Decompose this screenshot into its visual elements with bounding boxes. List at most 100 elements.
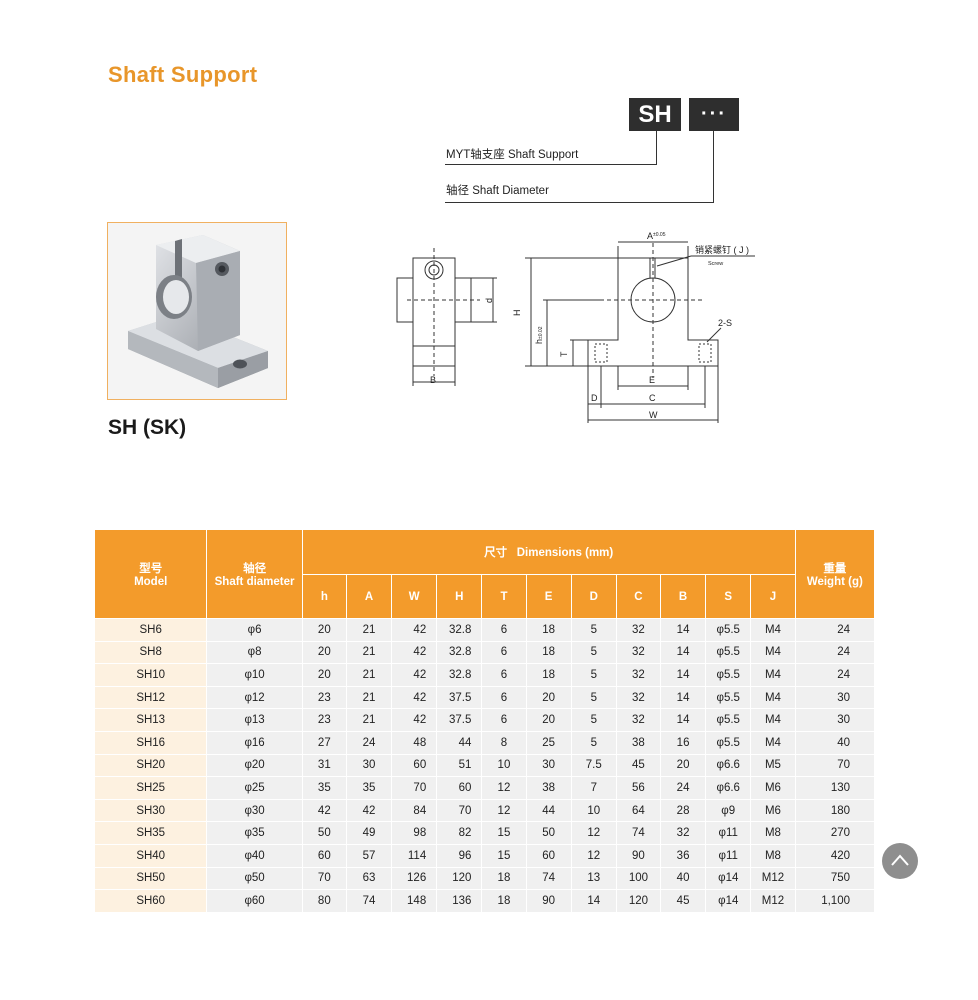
label-screw-en: Screw (708, 261, 723, 267)
table-cell: 750 (794, 866, 876, 891)
table-cell: 25 (525, 730, 572, 755)
table-cell: SH20 (93, 753, 208, 778)
table-cell: 60 (436, 776, 483, 800)
table-cell: M4 (750, 618, 796, 642)
table-cell: 31 (301, 753, 347, 778)
table-cell: 42 (391, 708, 438, 732)
table-cell: M12 (750, 889, 796, 913)
table-cell: 45 (659, 889, 707, 913)
table-cell: SH8 (93, 640, 208, 665)
table-cell: 60 (391, 753, 438, 778)
table-cell: 50 (525, 821, 572, 845)
model-suffix-box: ··· (689, 98, 739, 131)
label-A: A±0.05 (647, 231, 666, 241)
table-cell: 10 (570, 798, 617, 823)
table-cell: 14 (570, 889, 617, 913)
label-C: C (649, 393, 656, 403)
table-cell: 74 (615, 821, 662, 845)
table-cell: φ5.5 (705, 663, 752, 687)
table-cell: SH30 (93, 798, 208, 823)
table-cell: 24 (794, 618, 876, 642)
table-cell: 36 (659, 843, 707, 868)
table-cell: φ5.5 (705, 618, 752, 642)
table-cell: φ6.6 (705, 753, 752, 778)
table-cell: 14 (659, 618, 707, 642)
table-cell: 60 (525, 843, 572, 868)
table-cell: 20 (301, 640, 347, 665)
header-dim-C: C (615, 574, 662, 619)
table-cell: φ5.5 (705, 685, 752, 710)
legend-line-1 (445, 164, 657, 165)
table-cell: 70 (436, 798, 483, 823)
legend-connector-1 (656, 131, 657, 165)
label-T: T (559, 351, 569, 357)
table-cell: 24 (794, 640, 876, 665)
table-cell: SH25 (93, 776, 208, 800)
table-cell: φ16 (206, 730, 303, 755)
table-cell: 30 (794, 685, 876, 710)
table-cell: 96 (436, 843, 483, 868)
table-cell: 30 (794, 708, 876, 732)
table-cell: 180 (794, 798, 876, 823)
table-cell: φ5.5 (705, 730, 752, 755)
table-cell: φ25 (206, 776, 303, 800)
table-cell: φ13 (206, 708, 303, 732)
header-dim-h: h (301, 574, 347, 619)
table-cell: 21 (345, 640, 393, 665)
table-cell: 1,100 (794, 889, 876, 913)
table-cell: 126 (391, 866, 438, 891)
table-cell: 5 (570, 685, 617, 710)
table-cell: 23 (301, 708, 347, 732)
table-cell: M8 (750, 821, 796, 845)
table-cell: 80 (301, 889, 347, 913)
table-cell: φ10 (206, 663, 303, 687)
table-cell: SH40 (93, 843, 208, 868)
header-dim-E: E (525, 574, 572, 619)
table-cell: 6 (481, 663, 527, 687)
table-cell: M4 (750, 708, 796, 732)
technical-drawing: A±0.05 销紧螺钉 ( J ) Screw d H h±0.02 T 2-S… (396, 231, 755, 423)
legend-shaft-support: MYT轴支座 Shaft Support (446, 149, 579, 161)
scroll-top-button[interactable] (882, 843, 918, 879)
table-cell: 44 (525, 798, 572, 823)
table-cell: M6 (750, 798, 796, 823)
table-cell: 6 (481, 618, 527, 642)
table-cell: 18 (481, 866, 527, 891)
table-cell: 56 (615, 776, 662, 800)
table-cell: SH13 (93, 708, 208, 732)
table-cell: SH50 (93, 866, 208, 891)
product-caption: SH (SK) (108, 416, 187, 439)
table-cell: 5 (570, 618, 617, 642)
table-cell: 21 (345, 618, 393, 642)
table-cell: 90 (525, 889, 572, 913)
table-cell: M8 (750, 843, 796, 868)
shaft-support-illustration (128, 235, 268, 388)
table-cell: 84 (391, 798, 438, 823)
table-cell: SH35 (93, 821, 208, 845)
table-cell: 5 (570, 640, 617, 665)
table-cell: 37.5 (436, 708, 483, 732)
table-cell: 7 (570, 776, 617, 800)
legend-shaft-diameter: 轴径 Shaft Diameter (446, 185, 549, 197)
table-cell: 35 (301, 776, 347, 800)
table-cell: 18 (525, 663, 572, 687)
table-cell: φ30 (206, 798, 303, 823)
table-cell: 18 (525, 618, 572, 642)
legend-line-2 (445, 202, 714, 203)
table-cell: 45 (615, 753, 662, 778)
table-cell: φ6 (206, 618, 303, 642)
model-code-box: SH (629, 98, 681, 131)
table-cell: 20 (659, 753, 707, 778)
table-cell: 6 (481, 640, 527, 665)
table-cell: 14 (659, 685, 707, 710)
table-cell: SH6 (93, 618, 208, 642)
table-cell: 38 (525, 776, 572, 800)
table-cell: φ8 (206, 640, 303, 665)
table-cell: 130 (794, 776, 876, 800)
table-cell: 44 (436, 730, 483, 755)
header-dim-W: W (391, 574, 438, 619)
table-cell: φ40 (206, 843, 303, 868)
